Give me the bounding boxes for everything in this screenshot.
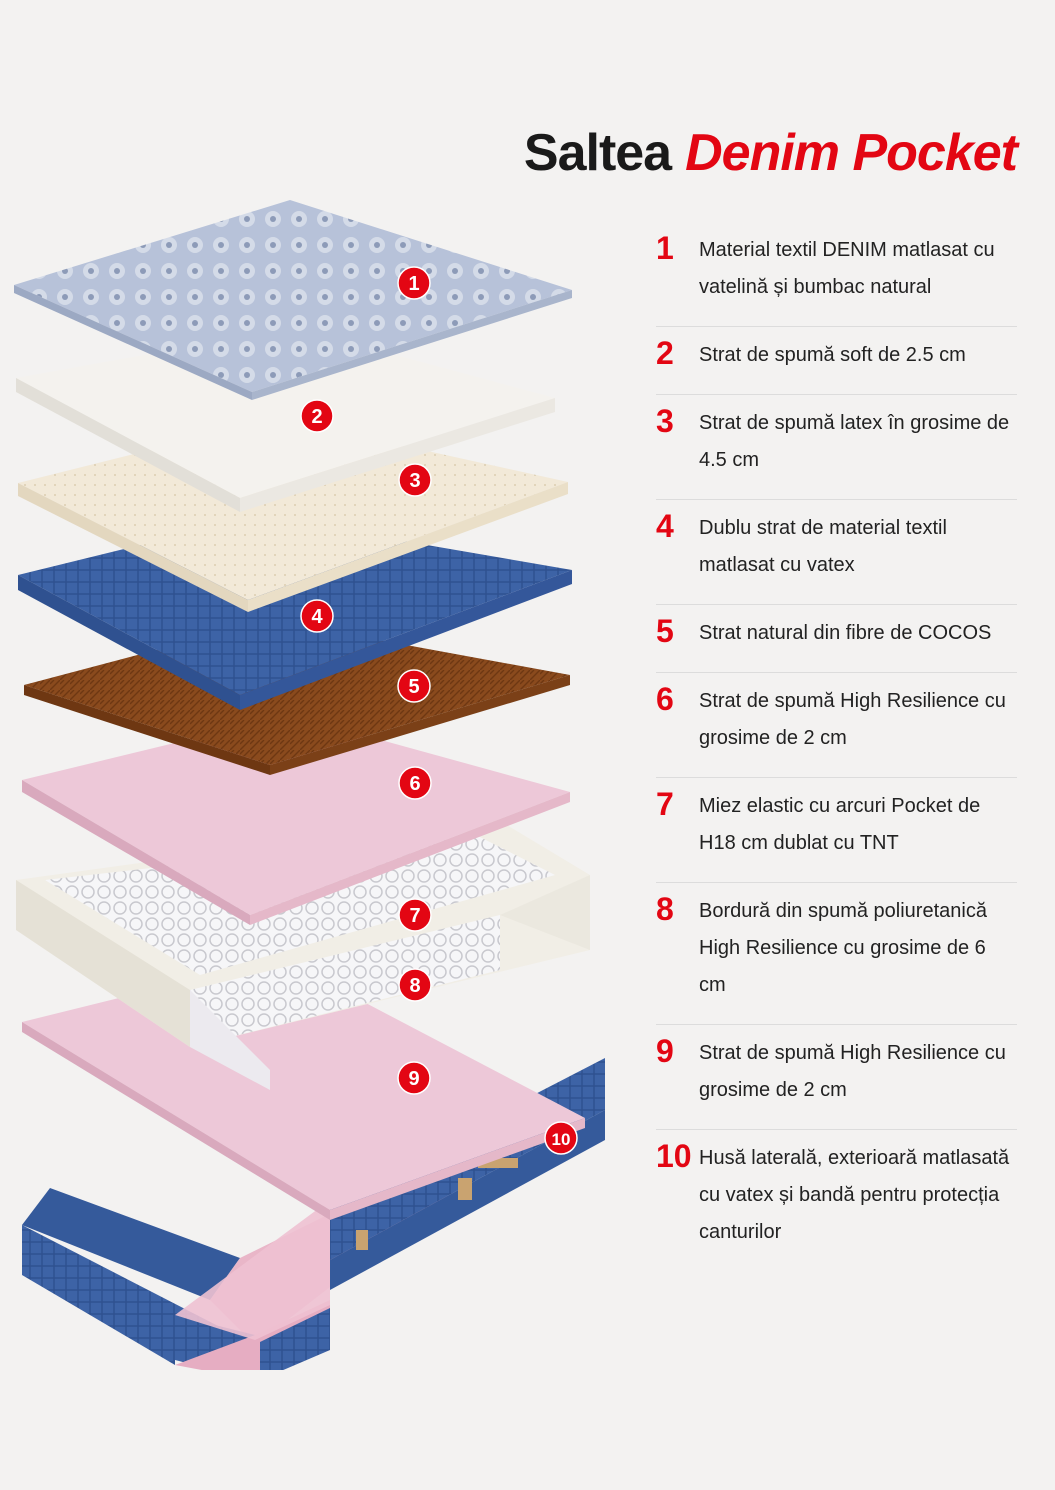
spec-number: 4 (656, 508, 674, 544)
spec-number: 10 (656, 1138, 692, 1174)
marker-6: 6 (398, 766, 432, 800)
spec-item-4: 4 Dublu strat de material textil matlasat… (656, 500, 1017, 605)
spec-item-1: 1 Material textil DENIM matlasat cu vatel… (656, 222, 1017, 327)
layer-1-quilted-top (14, 200, 572, 400)
marker-label: 2 (311, 406, 322, 428)
spec-number: 6 (656, 681, 674, 717)
spec-description: Strat de spumă latex în grosime de 4.5 c… (699, 412, 1010, 471)
spec-number: 8 (656, 891, 674, 927)
spec-item-8: 8 Bordură din spumă poliuretanică High Re… (656, 883, 1017, 1025)
spec-description: Dublu strat de material textil matlasat … (699, 517, 947, 576)
spec-description: Strat natural din fibre de COCOS (699, 622, 992, 644)
marker-3: 3 (398, 463, 432, 497)
spec-item-9: 9 Strat de spumă High Resilience cu grosi… (656, 1025, 1017, 1130)
spec-number: 5 (656, 613, 674, 649)
marker-8: 8 (398, 968, 432, 1002)
marker-label: 8 (409, 975, 420, 997)
spec-description: Material textil DENIM matlasat cu vateli… (699, 239, 995, 298)
title-accent: Denim Pocket (685, 123, 1018, 182)
marker-label: 5 (408, 676, 419, 698)
spec-item-2: 2 Strat de spumă soft de 2.5 cm (656, 327, 1017, 395)
layer-6-hr-foam (22, 715, 570, 925)
marker-7: 7 (398, 898, 432, 932)
spec-description: Husă laterală, exterioară matlasată cu v… (699, 1147, 1010, 1243)
spec-description: Strat de spumă soft de 2.5 cm (699, 344, 966, 366)
marker-5: 5 (397, 669, 431, 703)
marker-10: 10 (544, 1121, 578, 1155)
layer-2-soft-foam (16, 328, 555, 512)
spec-description: Miez elastic cu arcuri Pocket de H18 cm … (699, 795, 981, 854)
spec-item-3: 3 Strat de spumă latex în grosime de 4.5 … (656, 395, 1017, 500)
marker-4: 4 (300, 599, 334, 633)
marker-label: 9 (408, 1068, 419, 1090)
marker-label: 7 (409, 905, 420, 927)
marker-label: 3 (409, 470, 420, 492)
layer-spec-list: 1 Material textil DENIM matlasat cu vatel… (656, 222, 1017, 1271)
spec-item-6: 6 Strat de spumă High Resilience cu grosi… (656, 673, 1017, 778)
spec-number: 9 (656, 1033, 674, 1069)
spec-description: Bordură din spumă poliuretanică High Res… (699, 900, 987, 996)
spec-number: 1 (656, 230, 674, 266)
marker-label: 1 (408, 273, 419, 295)
spec-number: 3 (656, 403, 674, 439)
spec-item-7: 7 Miez elastic cu arcuri Pocket de H18 cm… (656, 778, 1017, 883)
mattress-layers-illustration: 1 2 3 4 5 6 7 8 9 10 (14, 200, 605, 1370)
marker-label: 10 (552, 1130, 571, 1149)
spec-description: Strat de spumă High Resilience cu grosim… (699, 690, 1006, 749)
marker-label: 4 (311, 606, 323, 628)
spec-number: 2 (656, 335, 674, 371)
title-main: Saltea (523, 123, 672, 182)
marker-label: 6 (409, 773, 420, 795)
marker-9: 9 (397, 1061, 431, 1095)
spec-description: Strat de spumă High Resilience cu grosim… (699, 1042, 1006, 1101)
spec-number: 7 (656, 786, 674, 822)
marker-1: 1 (397, 266, 431, 300)
spec-item-5: 5 Strat natural din fibre de COCOS (656, 605, 1017, 673)
marker-2: 2 (300, 399, 334, 433)
